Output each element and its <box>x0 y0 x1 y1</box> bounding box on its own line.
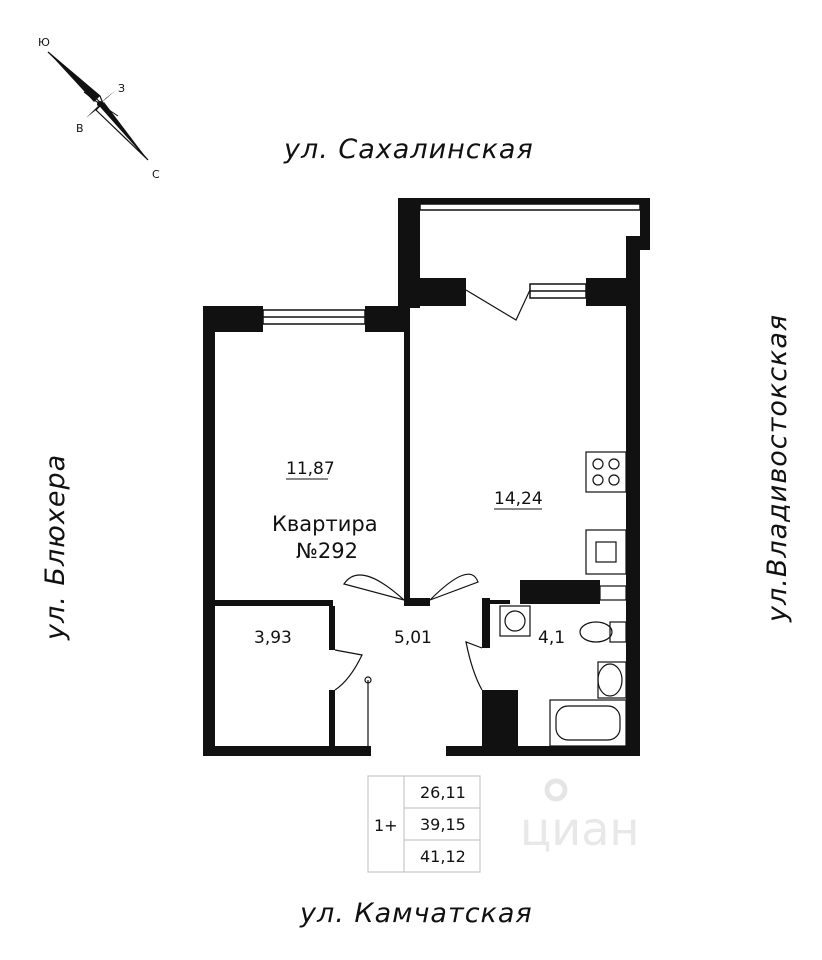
street-right: ул.Владивостокская <box>762 314 793 623</box>
area-hall: 5,01 <box>394 628 432 648</box>
sink-icon <box>585 529 627 575</box>
bathroom-fixtures <box>499 605 627 747</box>
stove-icon <box>585 451 627 493</box>
watermark: циан <box>520 778 639 856</box>
washing-machine-icon <box>499 605 531 637</box>
washbasin-icon <box>597 663 623 697</box>
compass-icon: Ю З В С <box>38 36 160 181</box>
compass-north: С <box>152 168 160 181</box>
street-bottom: ул. Камчатская <box>299 898 533 929</box>
toilet-icon <box>609 621 627 643</box>
total-area-balcony: 41,12 <box>420 847 466 866</box>
area-kitchen: 14,24 <box>494 489 543 509</box>
doors <box>334 289 531 756</box>
living-area: 26,11 <box>420 783 466 802</box>
street-left: ул. Блюхера <box>40 454 71 641</box>
compass-south: Ю <box>38 36 50 49</box>
bathtub-icon <box>549 699 627 747</box>
street-top: ул. Сахалинская <box>283 134 534 165</box>
kitchen-fixtures <box>585 451 627 601</box>
area-bedroom: 11,87 <box>286 459 335 479</box>
area-storage: 3,93 <box>254 628 292 648</box>
apartment-number: №292 <box>296 539 358 563</box>
area-bathroom: 4,1 <box>538 628 565 648</box>
exterior-walls <box>203 198 650 756</box>
rooms-count: 1+ <box>374 816 398 835</box>
interior-walls <box>215 308 600 746</box>
total-area: 39,15 <box>420 815 466 834</box>
watermark-text: циан <box>520 802 639 856</box>
apartment-label: Квартира <box>272 512 378 536</box>
summary-table <box>367 775 481 873</box>
windows <box>262 203 641 325</box>
compass-east: В <box>76 122 84 135</box>
compass-west: З <box>118 82 125 95</box>
